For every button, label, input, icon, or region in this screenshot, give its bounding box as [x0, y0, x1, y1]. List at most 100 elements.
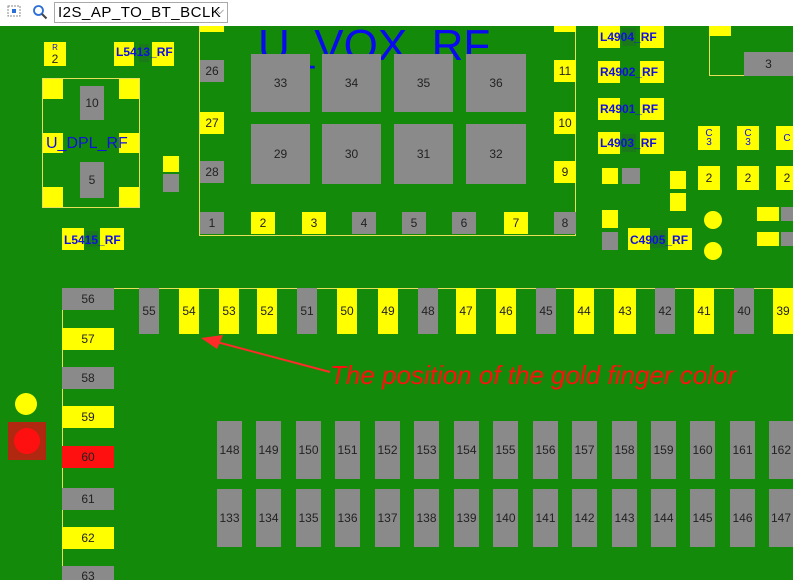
l4904-pad-left[interactable] [598, 26, 620, 48]
c4905-pad-left[interactable] [628, 228, 650, 250]
connector-pin-40[interactable]: 40 [734, 288, 754, 334]
u-vox-pad-32[interactable]: 32 [466, 124, 526, 184]
connector-pin-39[interactable]: 39 [773, 288, 793, 334]
u-vox-pin-10[interactable]: 10 [554, 112, 576, 134]
magnifier-icon[interactable] [32, 4, 48, 20]
u-vox-pin-8[interactable]: 8 [554, 212, 576, 234]
small-pad-v-2-top[interactable] [602, 210, 618, 228]
cap-c3-3-top[interactable]: C [776, 126, 793, 150]
grid-pin-149[interactable]: 149 [256, 421, 281, 479]
u-vox-pin-6[interactable]: 6 [452, 212, 476, 234]
connector-pin-41[interactable]: 41 [694, 288, 714, 334]
u-vox-pin-5[interactable]: 5 [402, 212, 426, 234]
grid-pin-137[interactable]: 137 [375, 489, 400, 547]
grid-pin-144[interactable]: 144 [651, 489, 676, 547]
u-vox-pin-9[interactable]: 9 [554, 161, 576, 183]
grid-pin-145[interactable]: 145 [690, 489, 715, 547]
grid-pin-158[interactable]: 158 [612, 421, 637, 479]
grid-pin-160[interactable]: 160 [690, 421, 715, 479]
u-vox-top-pin-r[interactable] [554, 26, 576, 32]
u-vox-pin-27[interactable]: 27 [200, 112, 224, 134]
grid-pin-140[interactable]: 140 [493, 489, 518, 547]
grid-pin-147[interactable]: 147 [769, 489, 793, 547]
grid-pin-156[interactable]: 156 [533, 421, 558, 479]
c4905-pad-right[interactable] [668, 228, 692, 250]
connector-pin-50[interactable]: 50 [337, 288, 357, 334]
u-vox-pad-35[interactable]: 35 [394, 54, 453, 112]
l4903-pad-right[interactable] [640, 132, 664, 154]
testpoint-2[interactable] [704, 242, 722, 260]
grid-pin-142[interactable]: 142 [572, 489, 597, 547]
small-pad-h-left[interactable] [602, 168, 618, 184]
grid-pin-151[interactable]: 151 [335, 421, 360, 479]
cap-c3-2-bot[interactable]: 2 [737, 166, 759, 190]
connector-pin-53[interactable]: 53 [219, 288, 239, 334]
u-dpl-pin-ml[interactable] [43, 133, 63, 153]
u-vox-pin-4[interactable]: 4 [352, 212, 376, 234]
l5415-pad-left[interactable] [62, 228, 84, 250]
small-pad-pair-bot[interactable] [163, 174, 179, 192]
small-pad-pair-top[interactable] [163, 156, 179, 172]
l5413-pad-right[interactable] [152, 42, 174, 66]
connector-pin-58[interactable]: 58 [62, 367, 114, 389]
l4904-pad-right[interactable] [640, 26, 664, 48]
grid-pin-134[interactable]: 134 [256, 489, 281, 547]
chevron-down-icon[interactable]: ⌵ [215, 4, 224, 17]
connector-pin-62[interactable]: 62 [62, 527, 114, 549]
u-vox-pad-31[interactable]: 31 [394, 124, 453, 184]
grid-pin-148[interactable]: 148 [217, 421, 242, 479]
u-vox-top-pin-l[interactable] [200, 26, 224, 32]
right-edge-pad-3[interactable] [757, 232, 779, 246]
top-right-part-pin[interactable] [709, 26, 731, 36]
r4902-pad-right[interactable] [640, 61, 664, 83]
u-vox-pin-11[interactable]: 11 [554, 60, 576, 82]
u-dpl-pin-mr[interactable] [119, 133, 139, 153]
u-vox-pin-3[interactable]: 3 [302, 212, 326, 234]
testpoint-1[interactable] [704, 211, 722, 229]
grid-pin-139[interactable]: 139 [454, 489, 479, 547]
connector-pin-57[interactable]: 57 [62, 328, 114, 350]
u-dpl-pin-tl[interactable] [43, 79, 63, 99]
l4903-pad-left[interactable] [598, 132, 620, 154]
connector-pin-47[interactable]: 47 [456, 288, 476, 334]
u-dpl-pad-5[interactable]: 5 [80, 162, 104, 198]
connector-pin-54[interactable]: 54 [179, 288, 199, 334]
connector-pin-43[interactable]: 43 [614, 288, 636, 334]
grid-pin-152[interactable]: 152 [375, 421, 400, 479]
small-pad-v-1-top[interactable] [670, 171, 686, 189]
u-vox-pin-2[interactable]: 2 [251, 212, 275, 234]
r4901-pad-left[interactable] [598, 98, 620, 120]
pad-3-top-right[interactable]: 3 [744, 52, 793, 76]
grid-pin-154[interactable]: 154 [454, 421, 479, 479]
connector-pin-59[interactable]: 59 [62, 406, 114, 428]
l5415-pad-right[interactable] [100, 228, 124, 250]
grid-pin-133[interactable]: 133 [217, 489, 242, 547]
right-edge-pad-4[interactable] [781, 232, 793, 246]
grid-pin-155[interactable]: 155 [493, 421, 518, 479]
connector-pin-56[interactable]: 56 [62, 288, 114, 310]
connector-pin-46[interactable]: 46 [496, 288, 516, 334]
small-pad-v-2-bot[interactable] [602, 232, 618, 250]
u-vox-pad-36[interactable]: 36 [466, 54, 526, 112]
connector-pin-52[interactable]: 52 [257, 288, 277, 334]
u-vox-pad-33[interactable]: 33 [251, 54, 310, 112]
u-dpl-pad-10[interactable]: 10 [80, 86, 104, 120]
right-edge-pad-1[interactable] [757, 207, 779, 221]
grid-pin-135[interactable]: 135 [296, 489, 321, 547]
grid-pin-143[interactable]: 143 [612, 489, 637, 547]
testpoint-3[interactable] [15, 393, 37, 415]
u-dpl-pin-tr[interactable] [119, 79, 139, 99]
connector-pin-61[interactable]: 61 [62, 488, 114, 510]
l5413-pad-left[interactable] [114, 42, 134, 66]
grid-pin-159[interactable]: 159 [651, 421, 676, 479]
small-pad-h-right[interactable] [622, 168, 640, 184]
grid-pin-136[interactable]: 136 [335, 489, 360, 547]
u-vox-pin-1[interactable]: 1 [200, 212, 224, 234]
grid-pin-150[interactable]: 150 [296, 421, 321, 479]
u-vox-pin-7[interactable]: 7 [504, 212, 528, 234]
cap-c3-1-bot[interactable]: 2 [698, 166, 720, 190]
